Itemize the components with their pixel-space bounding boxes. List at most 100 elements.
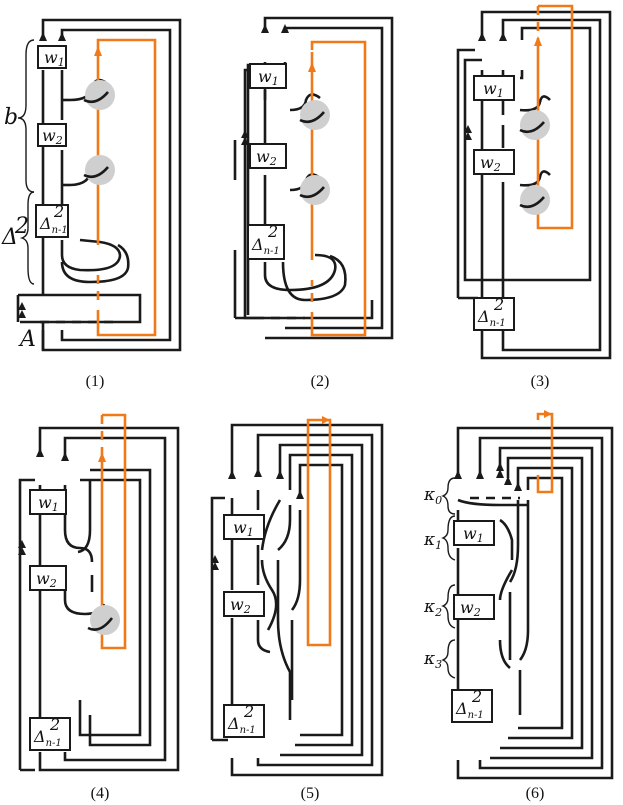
- panel-1: w1 w2 Δn-1 2 (1): [16, 18, 182, 390]
- crossing-disc: [520, 185, 550, 215]
- delta-symbol: Δ: [227, 714, 240, 733]
- svg-text:w2: w2: [36, 569, 57, 590]
- panel-1-strands: [16, 18, 182, 352]
- box-label: w: [463, 524, 477, 543]
- svg-text:Δn-1: Δn-1: [33, 727, 62, 749]
- panel-5-highlight-strand: [306, 416, 332, 647]
- panel-2-box-w1: w1: [249, 63, 287, 89]
- box-subscript: 2: [49, 577, 57, 590]
- panel-2-box-delta: Δn-1 2: [247, 222, 285, 260]
- panel-3-box-w2: w2: [473, 149, 515, 175]
- svg-text:Δn-1: Δn-1: [227, 714, 256, 736]
- box-subscript: 2: [269, 155, 277, 168]
- crossing-disc: [85, 155, 115, 185]
- svg-text:w1: w1: [233, 518, 254, 539]
- box-subscript: 1: [247, 526, 254, 539]
- label-b: b: [4, 105, 18, 130]
- box-label: w: [42, 126, 56, 145]
- panel-2-box-w2: w2: [249, 143, 287, 169]
- delta-superscript: 2: [471, 687, 482, 706]
- panel-6-box-w2: w2: [453, 594, 495, 620]
- panel-4-box-w2: w2: [29, 565, 67, 591]
- kappa-braces: [441, 477, 456, 679]
- box-label: w: [258, 67, 272, 86]
- delta-symbol: Δ: [251, 235, 264, 254]
- panel-4-highlight-strand: [98, 413, 127, 650]
- kappa-label-1: κ1: [423, 530, 442, 552]
- box-subscript: 2: [243, 603, 251, 616]
- panel-5-box-w1: w1: [223, 514, 265, 540]
- delta-subscript: n-1: [468, 710, 484, 721]
- delta-subscript: n-1: [52, 225, 68, 236]
- panel-6-box-delta: Δn-1 2: [451, 687, 493, 723]
- box-label: w: [230, 595, 244, 614]
- panel-5-box-delta: Δn-1 2: [223, 702, 265, 738]
- box-label: w: [460, 598, 474, 617]
- panel-5-box-w2: w2: [223, 591, 265, 617]
- label-delta-superscript: 2: [14, 214, 29, 239]
- box-subscript: 1: [58, 56, 65, 69]
- svg-text:w2: w2: [460, 598, 481, 619]
- delta-superscript: 2: [243, 702, 254, 721]
- svg-text:w2: w2: [256, 147, 277, 168]
- delta-subscript: n-1: [240, 725, 256, 736]
- panel-1-box-w2: w2: [37, 123, 67, 147]
- delta-subscript: n-1: [46, 738, 62, 749]
- svg-text:w1: w1: [483, 79, 504, 100]
- svg-text:w2: w2: [480, 153, 501, 174]
- crossing-disc: [85, 80, 115, 110]
- panel-caption: (4): [91, 785, 110, 802]
- svg-text:w2: w2: [230, 595, 251, 616]
- box-subscript: 1: [52, 501, 59, 514]
- crossing-disc: [90, 605, 120, 635]
- delta-subscript: n-1: [490, 318, 506, 329]
- svg-text:w1: w1: [44, 48, 65, 69]
- panel-caption: (1): [86, 373, 105, 390]
- svg-text:Δn-1: Δn-1: [39, 214, 68, 236]
- svg-text:Δn-1: Δn-1: [477, 307, 506, 329]
- panel-5-strands: [210, 423, 384, 777]
- delta-symbol: Δ: [39, 214, 52, 233]
- panel-6: κ0 κ1 κ2 κ3 w1 w2 Δn-1 2 (6): [423, 410, 614, 802]
- panel-4-box-delta: Δn-1 2: [29, 715, 71, 751]
- box-subscript: 1: [272, 75, 279, 88]
- delta-symbol: Δ: [455, 699, 468, 718]
- delta-superscript: 2: [49, 715, 60, 734]
- delta-superscript: 2: [493, 295, 504, 314]
- box-label: w: [233, 518, 247, 537]
- panel-6-highlight-strand: [536, 410, 554, 494]
- delta-symbol: Δ: [33, 727, 46, 746]
- panel-caption: (6): [526, 785, 545, 802]
- panel-5: w1 w2 Δn-1 2 (5): [210, 416, 384, 802]
- panel-3: w1 w2 Δn-1 2 (3): [456, 4, 612, 390]
- box-label: w: [44, 48, 58, 67]
- panel-caption: (3): [531, 373, 550, 390]
- panel-3-box-w1: w1: [473, 75, 515, 101]
- box-label: w: [256, 147, 270, 166]
- crossing-disc: [300, 175, 330, 205]
- panel-2-highlight-strand: [308, 40, 367, 337]
- box-subscript: 2: [493, 161, 501, 174]
- panel-4: w1 w2 Δn-1 2 (4): [18, 413, 180, 802]
- panel-1-side-labels: b Δ 2 A: [1, 39, 36, 352]
- delta-symbol: Δ: [477, 307, 490, 326]
- box-label: w: [483, 79, 497, 98]
- crossing-disc: [300, 100, 330, 130]
- panel-caption: (5): [301, 785, 320, 802]
- box-label: w: [38, 493, 52, 512]
- panel-1-box-delta: Δn-1 2: [35, 202, 69, 238]
- svg-text:Δn-1: Δn-1: [251, 235, 280, 257]
- kappa-label-0: κ0: [423, 485, 442, 507]
- kappa-label-2: κ2: [423, 597, 442, 619]
- svg-text:w1: w1: [38, 493, 59, 514]
- crossing-disc: [520, 110, 550, 140]
- panel-6-box-w1: w1: [453, 520, 495, 546]
- delta-superscript: 2: [267, 222, 278, 241]
- svg-text:Δn-1: Δn-1: [455, 699, 484, 721]
- label-delta: Δ: [1, 225, 18, 250]
- box-subscript: 1: [497, 87, 504, 100]
- svg-text:w1: w1: [463, 524, 484, 545]
- svg-text:w2: w2: [42, 126, 63, 147]
